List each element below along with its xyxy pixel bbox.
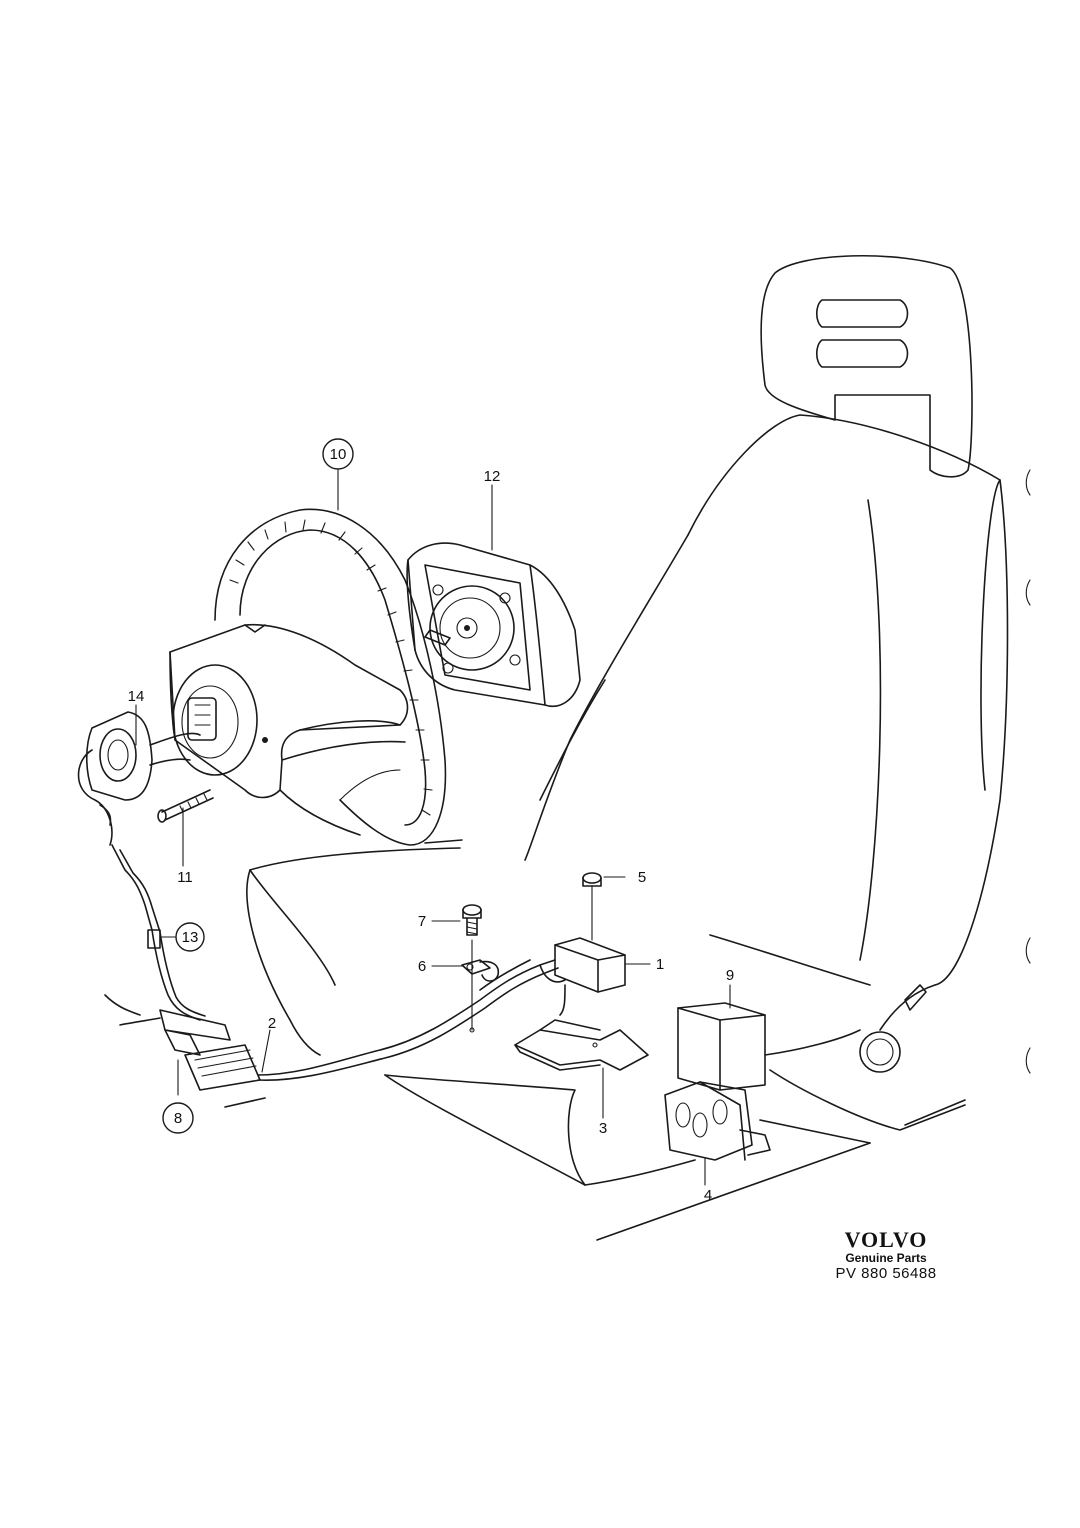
margin-marks [1025,469,1031,1074]
diagram-code: PV 880 56488 [835,1265,937,1282]
control-unit [677,1002,766,1091]
callout-5: 5 [638,869,646,886]
callout-circle-13 [175,922,205,952]
callout-3: 3 [599,1120,607,1137]
wiring-harness [104,844,566,1091]
callouts: 10 12 14 11 13 8 2 1 5 7 6 9 3 4 [128,438,734,1204]
screw-5 [582,872,602,941]
crash-sensor [554,937,626,1016]
callout-6: 6 [418,958,426,975]
callout-11: 11 [177,869,193,886]
volvo-logo: VOLVO [844,1227,928,1252]
brand-tagline: Genuine Parts [845,1251,927,1265]
callout-12: 12 [484,468,501,485]
callout-13: 13 [182,929,199,946]
leader-lines [135,469,731,1186]
steering-wheel [169,508,447,846]
callout-10: 10 [330,446,347,463]
control-unit-bracket [664,1081,771,1161]
callout-9: 9 [726,967,734,984]
brand-block: VOLVO Genuine Parts PV 880 56488 [826,1227,946,1282]
callout-14: 14 [128,688,145,705]
seat-illustration [224,254,1009,1241]
bolt [157,789,214,823]
airbag-module [406,542,581,707]
callout-1: 1 [656,956,664,973]
screw-7 [462,904,482,1033]
callout-8: 8 [174,1110,182,1127]
cable-clip [461,959,500,982]
callout-4: 4 [704,1187,712,1204]
callout-7: 7 [418,913,426,930]
contact-reel [77,711,201,846]
callout-circle-8 [162,1102,194,1134]
mounting-bracket [514,1019,649,1071]
callout-circle-10 [322,438,354,470]
callout-2: 2 [268,1015,276,1032]
